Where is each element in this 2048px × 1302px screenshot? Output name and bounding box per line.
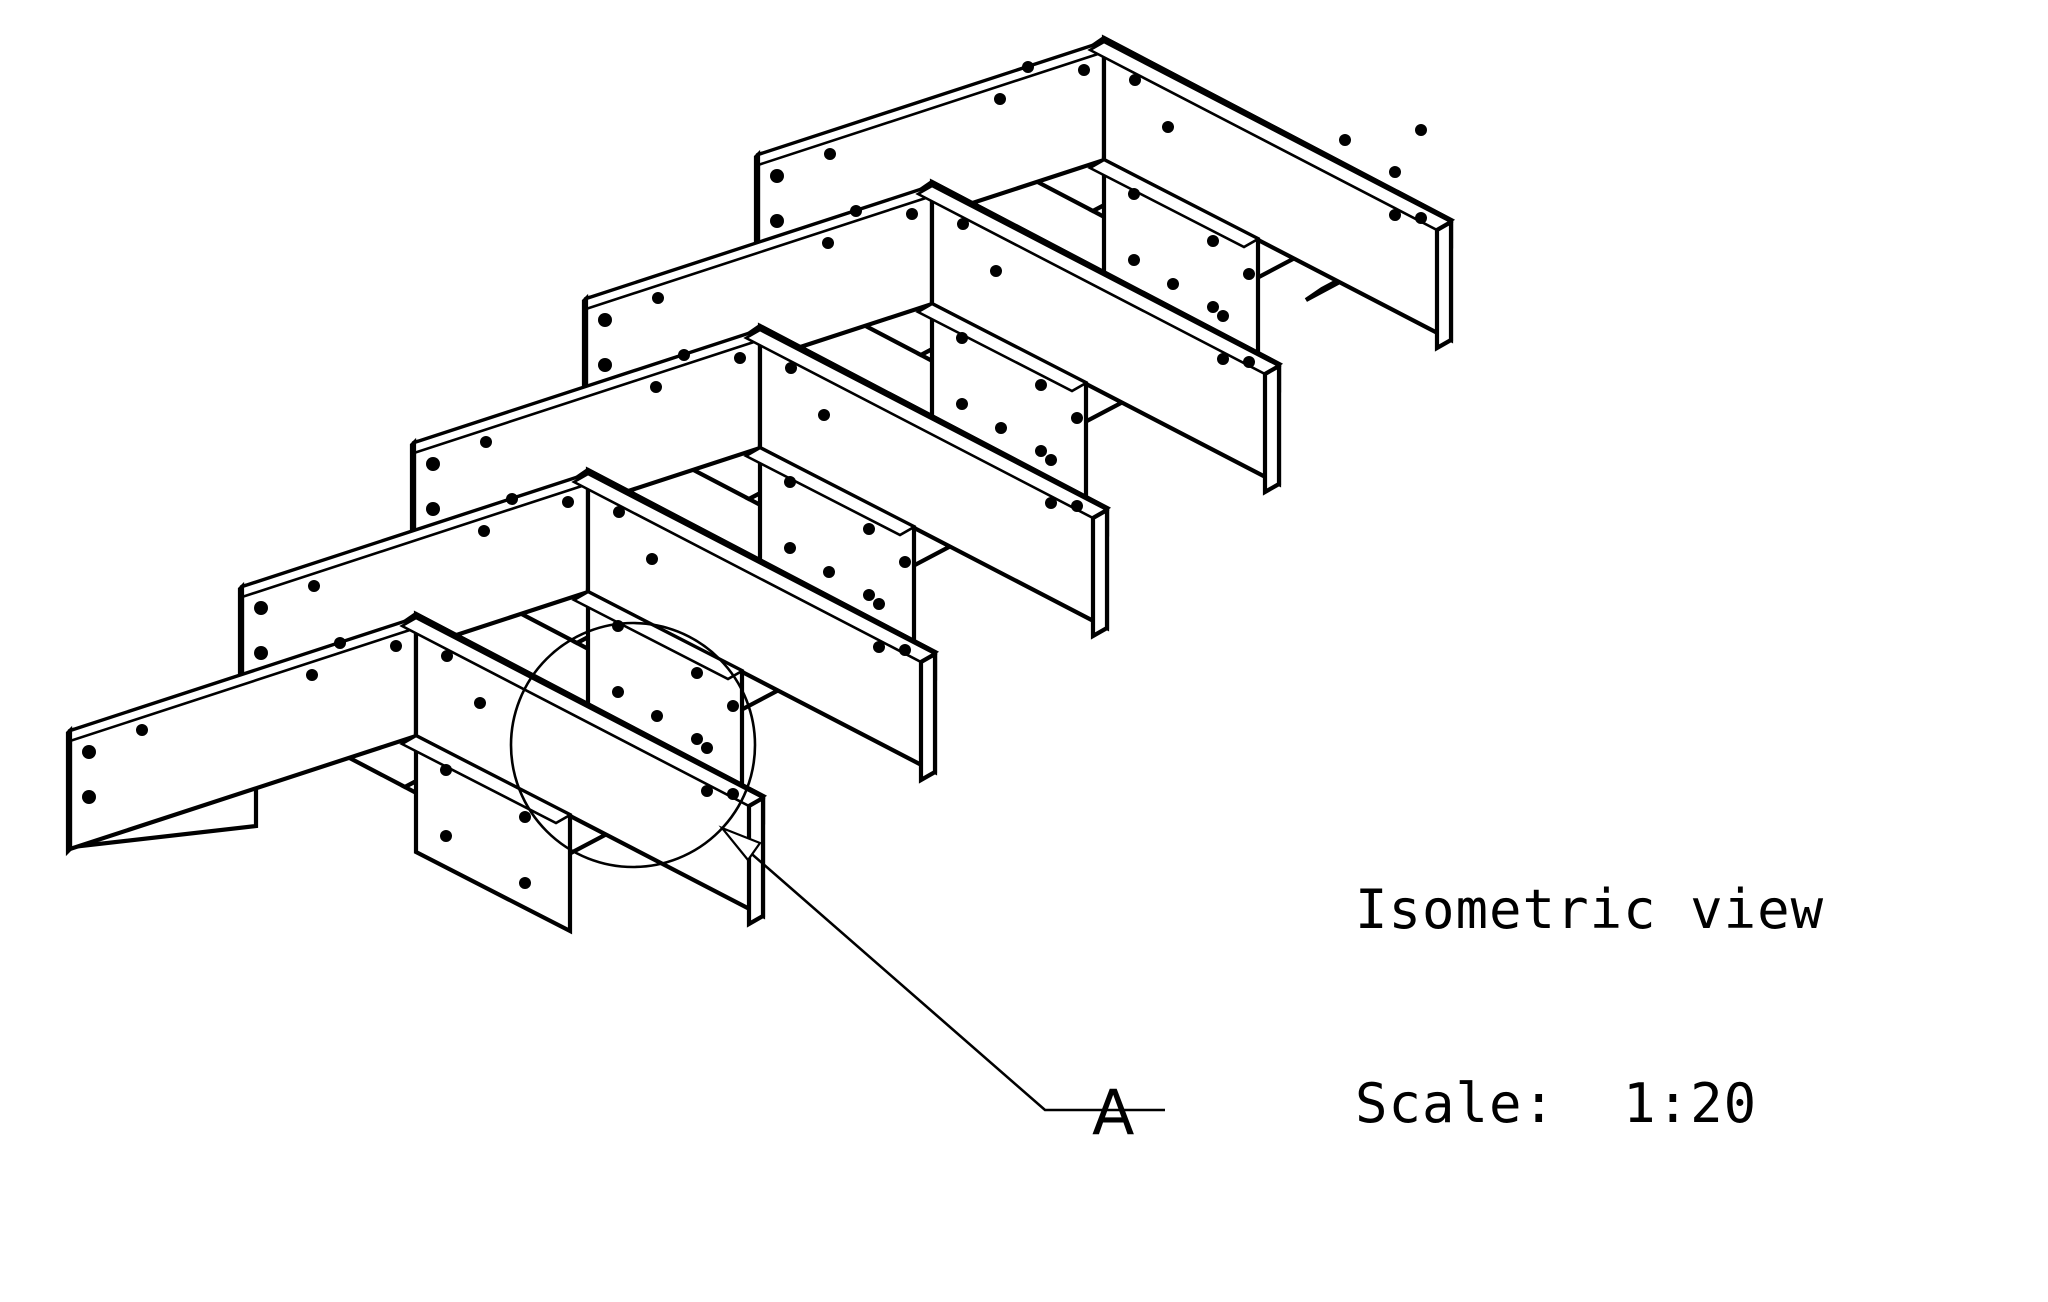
scale-label: Scale: 1:20 — [1355, 1071, 1758, 1135]
step-1 — [65, 610, 768, 928]
view-note-block: Isometric view Scale: 1:20 — [1355, 748, 1824, 1266]
staircase-assembly — [65, 34, 1456, 935]
detail-callout-circle[interactable] — [509, 621, 757, 869]
step-1-base — [399, 732, 573, 935]
joint-plate-4 — [915, 300, 1089, 503]
detail-callout-label: A — [1092, 1076, 1135, 1149]
joint-plate-2 — [571, 588, 745, 791]
step-4 — [581, 178, 1284, 496]
detail-callout-leader — [718, 825, 1165, 1112]
joint-plate-3 — [743, 444, 917, 647]
view-label: Isometric view — [1355, 877, 1825, 941]
step-2 — [237, 466, 940, 784]
step-3 — [409, 322, 1112, 640]
